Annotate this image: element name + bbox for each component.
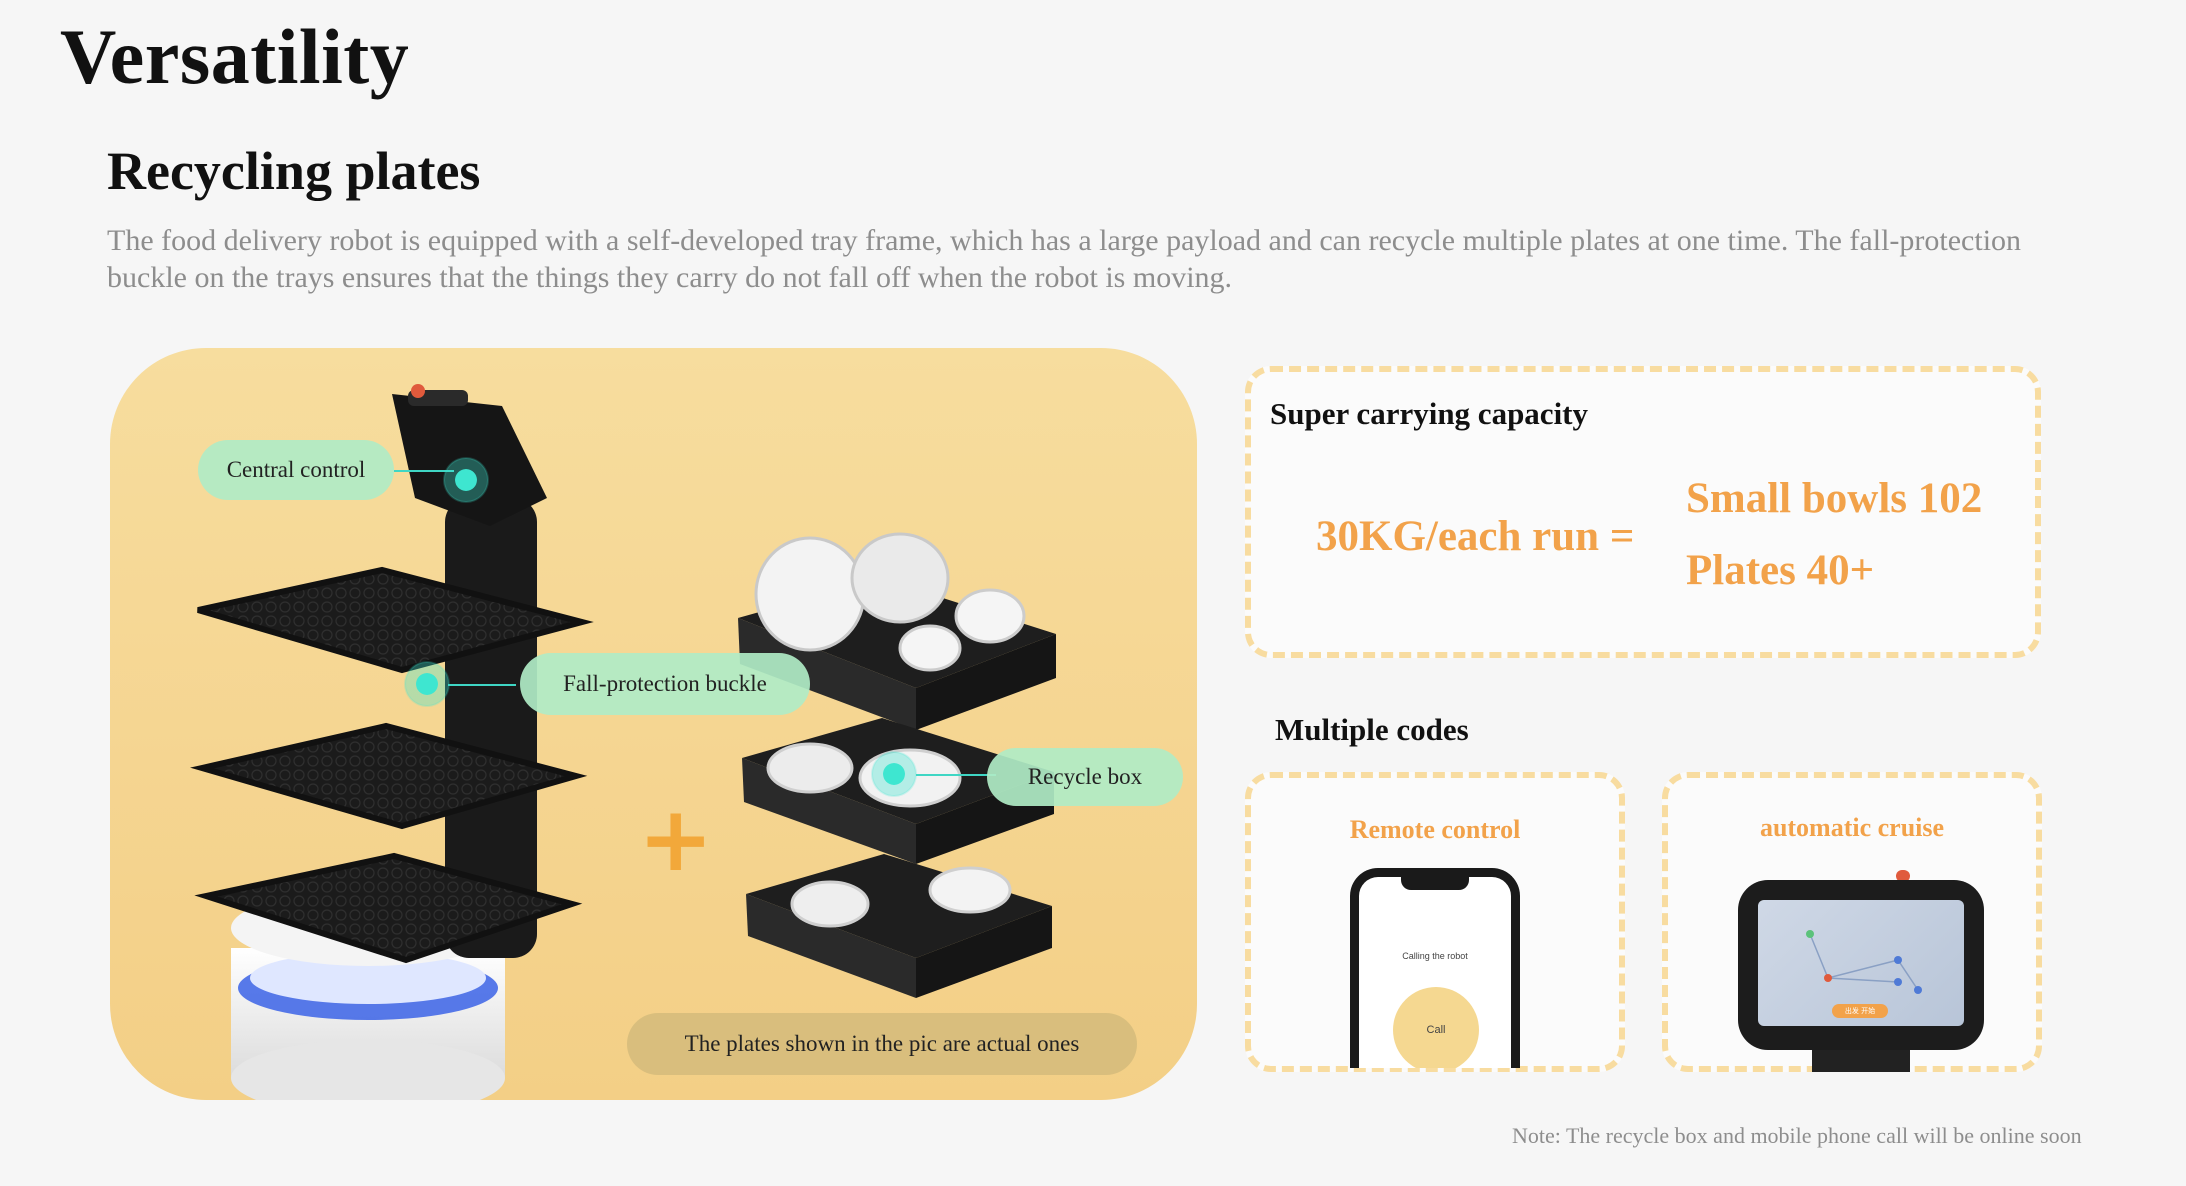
phone-calling-text: Calling the robot bbox=[1402, 951, 1468, 961]
callout-fall-protection-buckle: Fall-protection buckle bbox=[520, 653, 810, 715]
section-title: Recycling plates bbox=[107, 141, 481, 201]
footnote: Note: The recycle box and mobile phone c… bbox=[1512, 1123, 2082, 1148]
robot-head bbox=[392, 384, 547, 526]
robot-map-screen: 出发 开始 bbox=[1758, 900, 1964, 1026]
callout-connector bbox=[448, 684, 516, 686]
phone-notch bbox=[1401, 877, 1469, 890]
cruise-map-icon bbox=[1806, 930, 1922, 994]
capacity-item-plates: Plates 40+ bbox=[1686, 547, 1875, 594]
robot-neck bbox=[1812, 1050, 1910, 1072]
callout-central-control: Central control bbox=[198, 440, 394, 500]
remote-control-label: Remote control bbox=[1349, 815, 1521, 844]
call-button[interactable]: Call bbox=[1393, 987, 1479, 1068]
callout-dot-icon bbox=[444, 458, 488, 502]
capacity-formula: 30KG/each run = bbox=[1316, 513, 1635, 560]
codes-heading: Multiple codes bbox=[1275, 712, 1469, 747]
robot-head-button-icon bbox=[1896, 870, 1910, 882]
callout-connector bbox=[394, 470, 454, 472]
robot-screen-illustration: 出发 开始 bbox=[1738, 880, 1984, 1050]
capacity-item-bowls: Small bowls 102 bbox=[1686, 475, 1983, 522]
robot-illustration bbox=[190, 384, 1056, 1100]
capacity-heading: Super carrying capacity bbox=[1270, 396, 1589, 431]
section-description: The food delivery robot is equipped with… bbox=[107, 224, 2022, 294]
cruise-start-button[interactable]: 出发 开始 bbox=[1832, 1004, 1888, 1018]
illustration-caption: The plates shown in the pic are actual o… bbox=[627, 1013, 1137, 1075]
callout-dot-icon bbox=[872, 752, 916, 796]
product-illustration-panel: Central control Fall-protection buckle R… bbox=[110, 348, 1197, 1100]
callout-recycle-box: Recycle box bbox=[987, 748, 1183, 806]
recycle-box-stack bbox=[738, 532, 1056, 998]
callout-connector bbox=[916, 774, 996, 776]
phone-illustration: Calling the robot Call bbox=[1350, 868, 1520, 1068]
robot-trays bbox=[190, 566, 594, 964]
page-title: Versatility bbox=[60, 13, 410, 100]
automatic-cruise-label: automatic cruise bbox=[1759, 813, 1945, 842]
capacity-card bbox=[1245, 366, 2041, 658]
plus-icon: + bbox=[638, 787, 714, 892]
callout-dot-icon bbox=[405, 662, 449, 706]
